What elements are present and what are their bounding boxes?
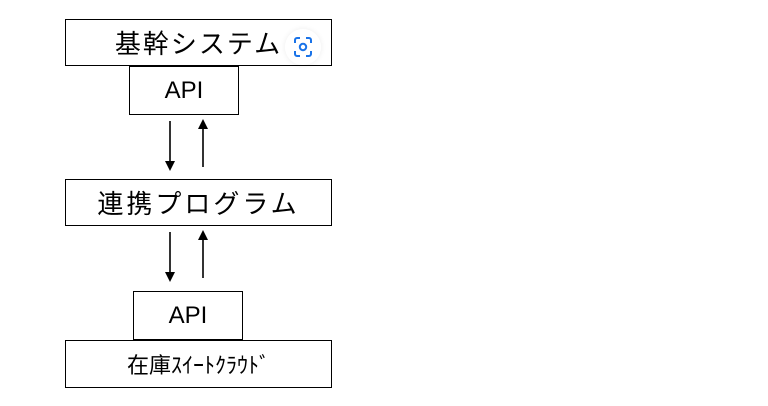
integration-program-label: 連携プログラム [97, 190, 300, 220]
api-bottom-box: API [133, 291, 243, 340]
api-top-label: API [164, 76, 204, 104]
api-bottom-label: API [168, 301, 208, 329]
inventory-cloud-label: 在庫ｽｲｰﾄｸﾗｳﾄﾞ [126, 354, 270, 379]
lens-search-icon[interactable] [285, 29, 321, 65]
api-top-box: API [129, 66, 239, 115]
integration-program-box: 連携プログラム [65, 179, 332, 226]
inventory-cloud-box: 在庫ｽｲｰﾄｸﾗｳﾄﾞ [65, 340, 332, 388]
core-system-label: 基幹システム [114, 30, 283, 60]
